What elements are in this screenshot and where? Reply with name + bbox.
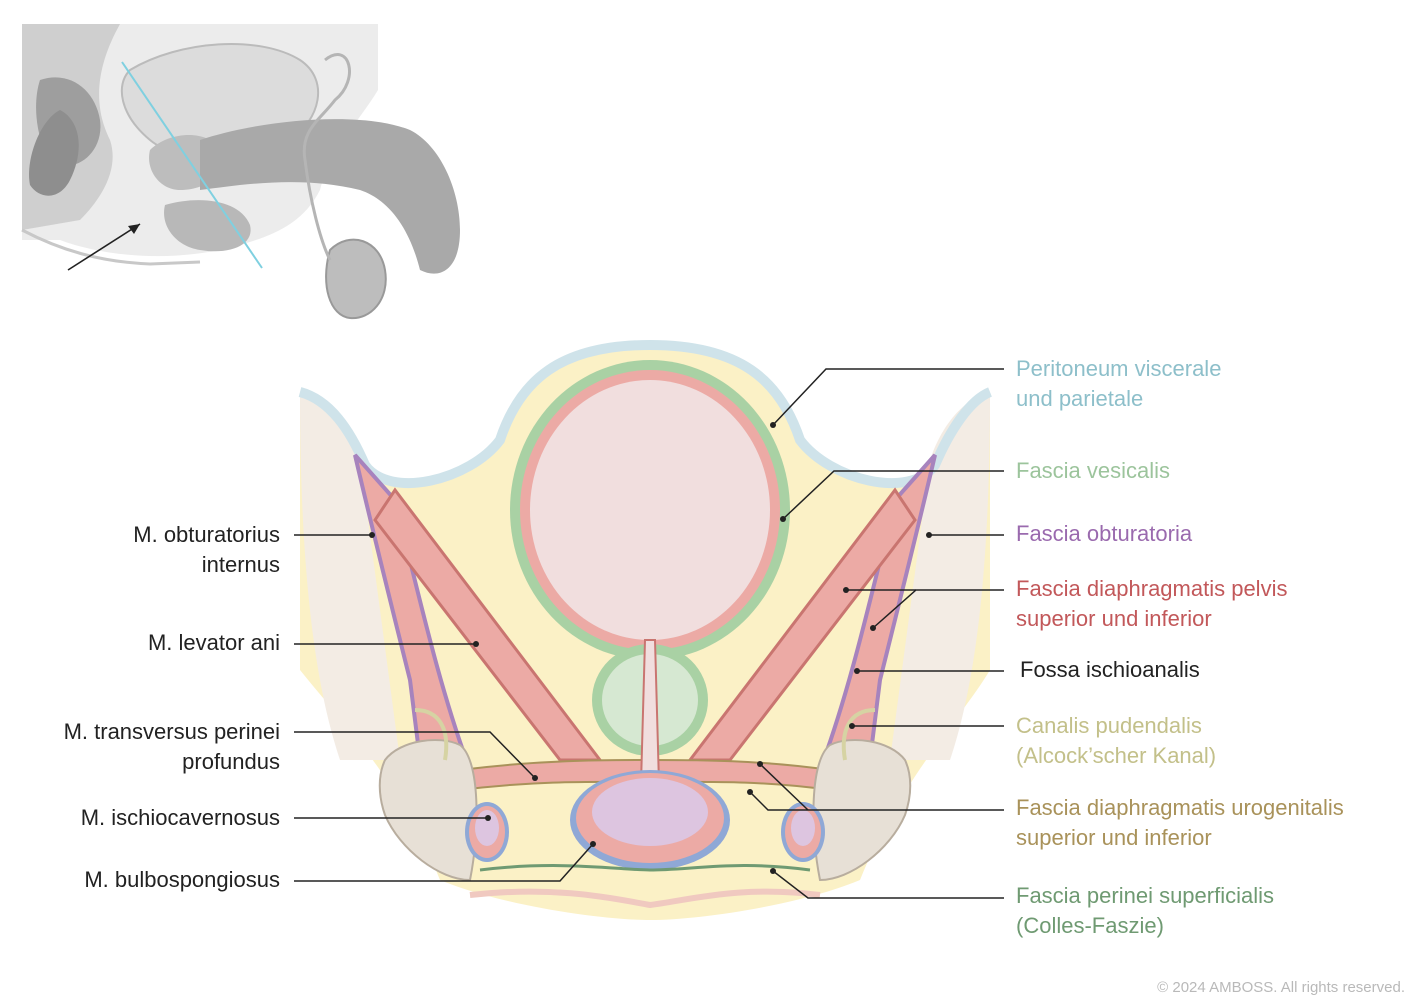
label-line: superior und inferior [1016,606,1212,631]
label-line: superior und inferior [1016,825,1212,850]
canalis-pudendalis-left [414,708,449,761]
label-line: internus [201,552,280,577]
label-line: (Alcock’scher Kanal) [1016,743,1217,768]
leader-peritoneum [772,368,1004,426]
label-vesicalis: Fascia vesicalis [1016,456,1170,486]
copyright: © 2024 AMBOSS. All rights reserved. [1157,979,1405,996]
label-fossa: Fossa ischioanalis [1020,655,1200,685]
label-transversus: M. transversus perinei profundus [64,717,280,777]
sagittal-inset [21,24,460,320]
label-obturatoria: Fascia obturatoria [1016,519,1192,549]
label-line: Peritoneum viscerale [1016,356,1222,381]
skin-layer [469,888,821,909]
canalis-pudendalis-right [841,708,876,761]
leader-lines [294,368,1004,899]
label-line: M. bulbospongiosus [84,867,280,892]
label-obturatorius: M. obturatorius internus [133,520,280,580]
label-ischiocavernosus: M. ischiocavernosus [81,803,280,833]
label-line: (Colles-Faszie) [1016,913,1164,938]
label-perinei: Fascia perinei superficialis (Colles-Fas… [1016,881,1274,941]
label-bulbospongiosus: M. bulbospongiosus [84,865,280,895]
bladder [530,380,770,640]
label-levator: M. levator ani [148,628,280,658]
leader-perinei [772,870,1004,899]
label-line: Fascia perinei superficialis [1016,883,1274,908]
label-line: profundus [182,749,280,774]
bulbus-penis [592,778,708,846]
label-line: Fossa ischioanalis [1020,657,1200,682]
label-diaphragm-pelvis: Fascia diaphragmatis pelvis superior und… [1016,574,1287,634]
leader-dots [369,422,932,874]
label-line: Fascia obturatoria [1016,521,1193,546]
label-line: Fascia vesicalis [1016,458,1171,483]
ischiocavernosus-left [475,810,499,846]
label-line: M. transversus perinei [63,719,280,744]
label-line: und parietale [1016,386,1144,411]
leader-diaphragm-uro-2 [759,763,809,811]
label-line: M. obturatorius [133,522,280,547]
leader-transversus [294,731,536,779]
leader-vesicalis [782,470,1004,520]
ischium-left [378,739,478,882]
label-canalis: Canalis pudendalis (Alcock’scher Kanal) [1016,711,1216,771]
label-line: Fascia diaphragmatis urogenitalis [1016,795,1344,820]
label-line: Canalis pudendalis [1016,713,1202,738]
label-diaphragm-uro: Fascia diaphragmatis urogenitalis superi… [1016,793,1344,853]
pelvic-section [298,339,993,920]
label-line: M. ischiocavernosus [80,805,280,830]
view-arrow [67,223,141,271]
ischiocavernosus-right [791,810,815,846]
colles-fascia [479,864,811,872]
leader-bulbospongiosus [294,843,594,882]
label-peritoneum: Peritoneum viscerale und parietale [1016,354,1221,414]
leader-diaphragm-uro-1 [749,791,1004,811]
section-line [121,61,263,269]
label-line: M. levator ani [147,630,280,655]
label-line: Fascia diaphragmatis pelvis [1016,576,1288,601]
